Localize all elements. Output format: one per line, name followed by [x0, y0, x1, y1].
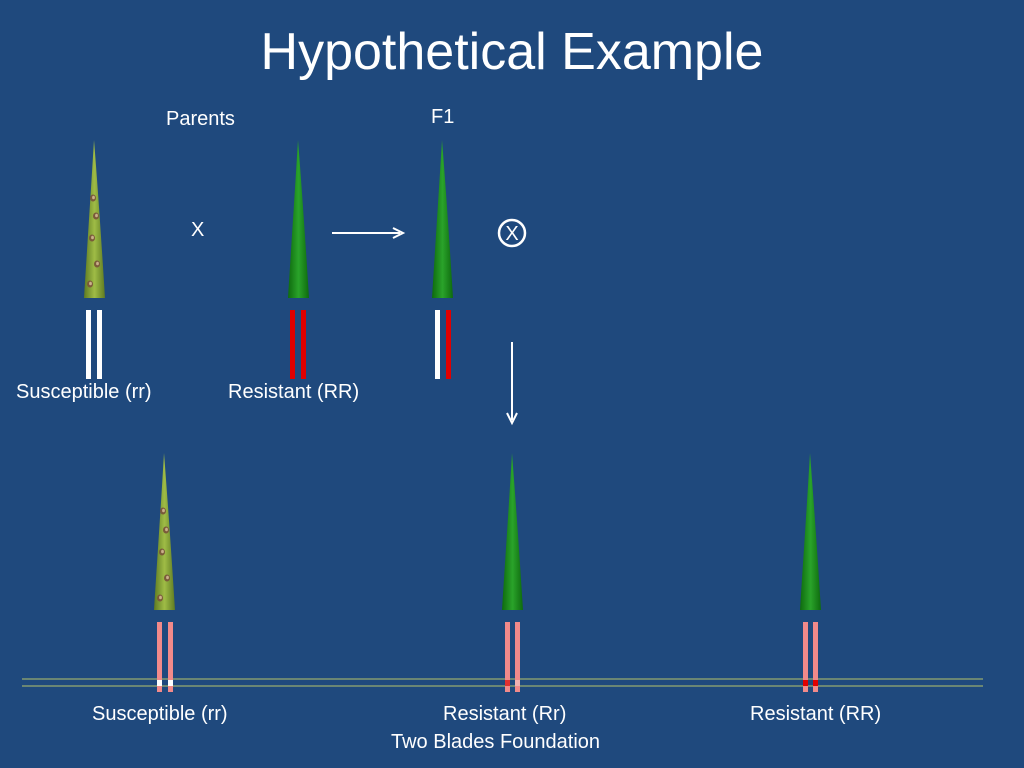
- offspring-susceptible-chromosomes: [157, 622, 173, 692]
- credit-text: Two Blades Foundation: [391, 731, 601, 753]
- cross-symbol: X: [191, 219, 205, 241]
- marker-lines: [22, 678, 983, 687]
- self-cross-symbol: X: [505, 223, 518, 245]
- parent-resistant-label: Resistant (RR): [228, 381, 360, 403]
- offspring-label-heterozygous: Resistant (Rr): [443, 703, 567, 725]
- offspring-homozygous-leaf: [800, 453, 821, 610]
- self-cross-icon: X: [497, 218, 527, 248]
- offspring-heterozygous-leaf: [502, 453, 523, 610]
- arrow-down-icon: [506, 342, 518, 426]
- offspring-label-homozygous: Resistant (RR): [750, 703, 882, 725]
- arrow-right-icon: [332, 227, 406, 239]
- parent-resistant-chromosomes: [290, 310, 306, 379]
- f1-leaf: [432, 140, 453, 298]
- slide-title: Hypothetical Example: [260, 23, 764, 81]
- parent-resistant-leaf: [288, 140, 309, 298]
- parent-susceptible-leaf: [84, 140, 105, 298]
- offspring-heterozygous-chromosomes: [505, 622, 520, 692]
- parent-susceptible-chromosomes: [86, 310, 102, 379]
- parent-susceptible-label: Susceptible (rr): [16, 381, 152, 403]
- offspring-label-susceptible: Susceptible (rr): [92, 703, 228, 725]
- offspring-susceptible-leaf: [154, 453, 175, 610]
- offspring-homozygous-chromosomes: [803, 622, 818, 692]
- f1-label: F1: [431, 106, 455, 128]
- parents-label: Parents: [166, 108, 235, 130]
- f1-chromosomes: [435, 310, 451, 379]
